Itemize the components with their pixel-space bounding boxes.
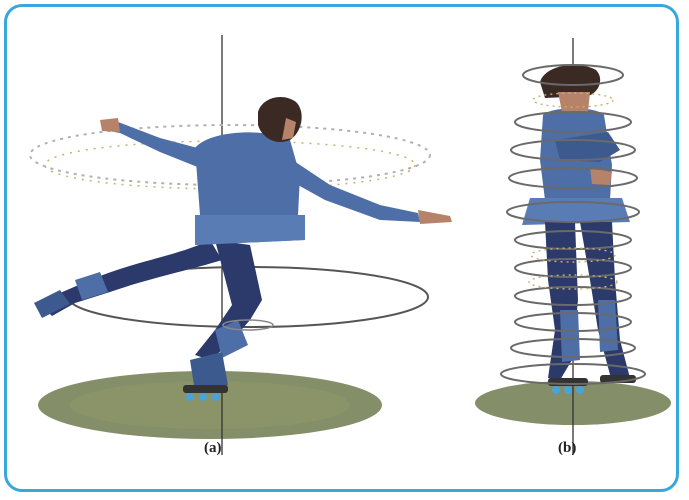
skate-a [183,385,228,393]
caption-b: (b) [558,440,576,457]
right-arm-a [280,155,420,222]
panel-a [30,35,452,455]
head-a [258,97,302,142]
caption-a: (a) [204,440,222,457]
panel-b [475,38,671,455]
